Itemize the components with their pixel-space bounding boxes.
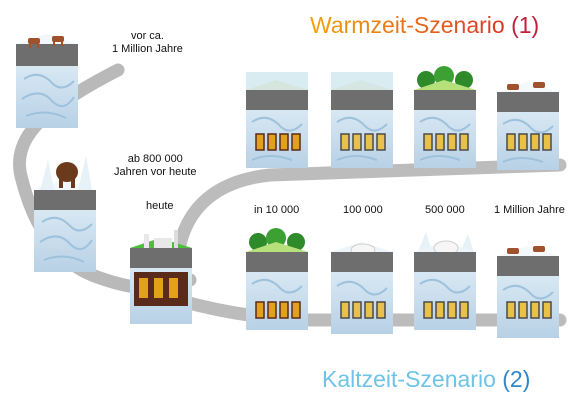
cold-scenario-number: (2) [502,366,531,392]
label-past-1-million: vor ca. 1 Million Jahre [112,30,183,55]
warm-scenario-number: (1) [511,12,540,38]
cube-cold-1-million [497,246,559,338]
cube-warm-10000 [246,72,308,168]
cube-cold-100000 [331,242,393,334]
cube-past-1-million [16,34,78,128]
cold-scenario-text: Kaltzeit-Szenario [322,366,496,392]
deer-icon [507,246,545,254]
forest-icon [417,66,473,89]
warm-scenario-text: Warmzeit-Szenario [310,12,505,38]
factory-icon [144,230,178,248]
label-10000: in 10 000 [254,204,300,216]
label-past-800000: ab 800 000 Jahren vor heute [114,153,197,178]
deer-icon [28,36,64,48]
deer-icon [507,82,545,90]
cube-cold-10000 [246,228,308,330]
warm-scenario-title: Warmzeit-Szenario (1) [310,12,539,39]
cube-cold-500000 [414,232,476,330]
label-1-million: 1 Million Jahre [494,204,565,216]
container-cluster [255,133,301,151]
label-500000: 500 000 [425,204,465,216]
mammoth-icon [56,162,78,188]
cube-warm-1-million [497,82,559,170]
label-today: heute [146,200,174,212]
cube-today [130,230,192,324]
cube-past-800000 [34,156,96,272]
cube-warm-100000 [331,72,393,168]
cold-scenario-title: Kaltzeit-Szenario (2) [322,366,530,393]
label-100000: 100 000 [343,204,383,216]
timeline-path-warm [171,158,567,262]
cube-warm-500000 [414,66,476,168]
forest-icon [249,228,305,251]
